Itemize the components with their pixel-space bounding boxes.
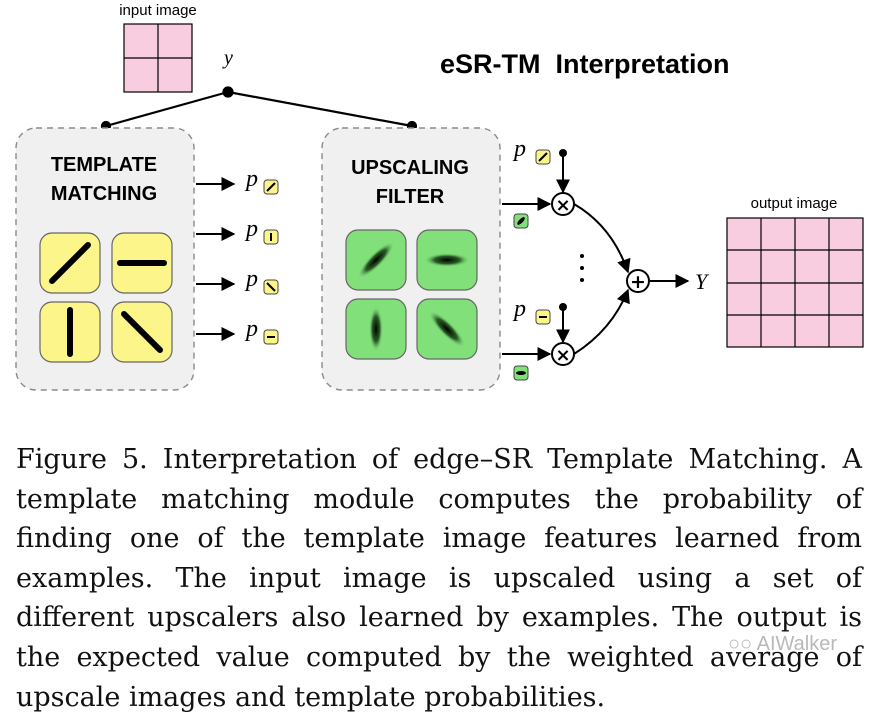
upscaling-filter-title-line1: UPSCALING (351, 157, 469, 179)
output-image-grid (726, 217, 864, 348)
output-image-label: output image (751, 195, 838, 212)
p-label-top: p (512, 136, 526, 162)
branch-lines (100, 86, 418, 132)
diagram: eSR-TM Interpretation input image y TEMP… (15, 2, 864, 391)
watermark: ○○ AIWalker (728, 633, 837, 656)
figure-caption: Figure 5. Interpretation of edge–SR Temp… (16, 444, 862, 713)
p-label-vertical: p (244, 216, 258, 242)
template-matching-title-line2: MATCHING (51, 183, 157, 205)
y-label: y (222, 47, 233, 69)
upscaling-filter-title-line2: FILTER (376, 186, 445, 208)
p-label-horizontal: p (244, 316, 258, 342)
template-tiles (39, 232, 173, 363)
Y-label: Y (695, 269, 710, 294)
wechat-icon: ○○ (728, 633, 753, 655)
filter-tiles (345, 229, 478, 360)
p-label-antidiagonal: p (244, 266, 258, 292)
diagram-title: eSR-TM Interpretation (440, 49, 730, 79)
p-label-diagonal: p (244, 166, 258, 192)
sum-node: + (630, 271, 646, 293)
p-label-bottom: p (512, 296, 526, 322)
input-image-label: input image (119, 2, 197, 19)
combination-network: p × p × + Y (502, 136, 710, 381)
multiply-node-bottom: × (555, 345, 570, 366)
multiply-node-top: × (555, 195, 570, 216)
probability-outputs: p p p p (196, 166, 279, 345)
template-matching-title-line1: TEMPLATE (51, 154, 157, 176)
watermark-text: AIWalker (756, 633, 838, 655)
input-image-grid (123, 23, 193, 93)
